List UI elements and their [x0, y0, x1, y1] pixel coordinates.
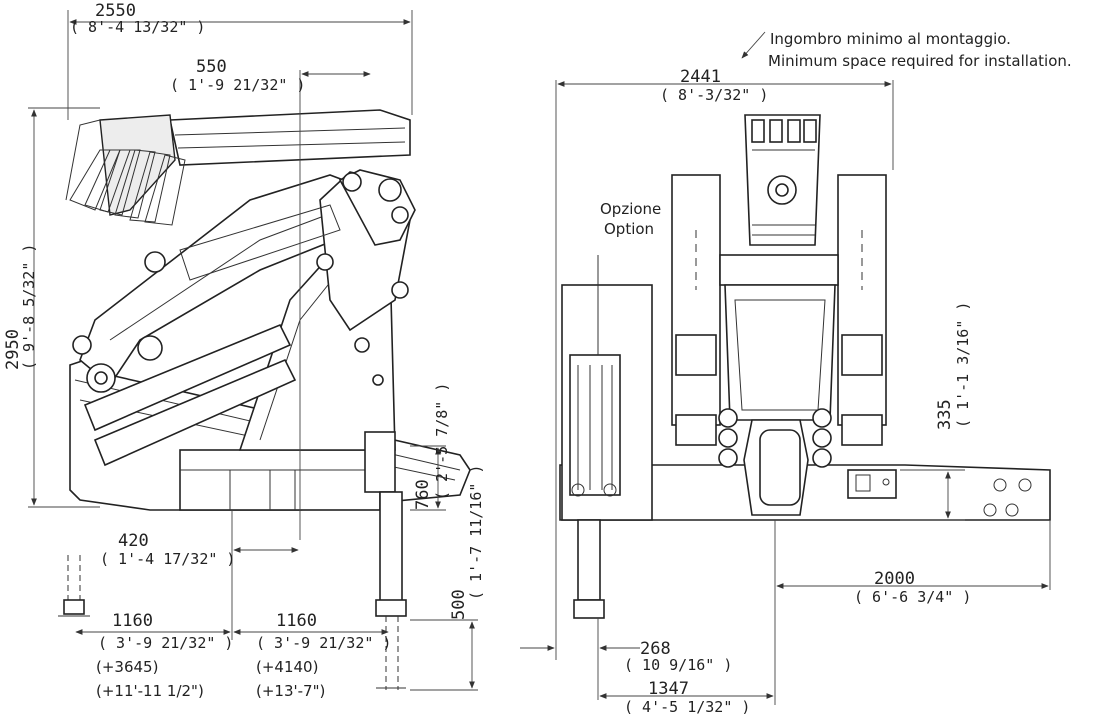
dim-760-imperial: ( 2'-5 7/8" )	[433, 383, 451, 500]
dim-1160b-value: 1160	[276, 611, 317, 631]
dim-760-value: 760	[413, 479, 433, 510]
min-space-note-italian: Ingombro minimo al montaggio.	[770, 30, 1011, 48]
dim-335-imperial: ( 1'-1 3/16" )	[954, 302, 972, 428]
dim-550-imperial: ( 1'-9 21/32" )	[170, 76, 305, 94]
dim-500-imperial: ( 1'-7 11/16" )	[467, 465, 485, 600]
dim-420-value: 420	[118, 531, 149, 551]
min-space-note-english: Minimum space required for installation.	[768, 52, 1072, 70]
option-label-english: Option	[604, 220, 654, 238]
dim-500-value: 500	[449, 589, 469, 620]
dim-268-imperial: ( 10 9/16" )	[624, 656, 732, 674]
side-view-labels: 2550 ( 8'-4 13/32" ) 550 ( 1'-9 21/32" )…	[3, 1, 485, 700]
dim-2441-imperial: ( 8'-3/32" )	[660, 86, 768, 104]
dim-1160b-imperial: ( 3'-9 21/32" )	[256, 634, 391, 652]
dim-2950-value: 2950	[3, 329, 23, 370]
dim-1347-value: 1347	[648, 679, 689, 699]
dim-1160a-extra: (+3645)	[96, 658, 158, 676]
dim-2950-imperial: ( 9'-8 5/32" )	[20, 244, 38, 370]
dim-1160a-extra-imperial: (+11'-11 1/2")	[96, 682, 204, 700]
dim-550-value: 550	[196, 57, 227, 77]
dim-1160b-extra-imperial: (+13'-7")	[256, 682, 325, 700]
side-view-crane	[58, 109, 471, 690]
front-view-labels: Ingombro minimo al montaggio. Minimum sp…	[600, 30, 1072, 716]
dim-2550-imperial: ( 8'-4 13/32" )	[70, 18, 205, 36]
dim-420-imperial: ( 1'-4 17/32" )	[100, 550, 235, 568]
dim-268-value: 268	[640, 639, 671, 659]
front-view-dimensions	[520, 31, 1051, 705]
dim-1160b-extra: (+4140)	[256, 658, 318, 676]
dim-335-value: 335	[935, 399, 955, 430]
dim-2000-imperial: ( 6'-6 3/4" )	[854, 588, 971, 606]
dim-2550-value: 2550	[95, 1, 136, 21]
dim-1160a-imperial: ( 3'-9 21/32" )	[98, 634, 233, 652]
dim-1347-imperial: ( 4'-5 1/32" )	[624, 698, 750, 716]
side-view-dimensions	[28, 10, 478, 691]
option-label-italian: Opzione	[600, 200, 661, 218]
front-view-crane	[559, 114, 1051, 619]
dim-2000-value: 2000	[874, 569, 915, 589]
dim-1160a-value: 1160	[112, 611, 153, 631]
dim-2441-value: 2441	[680, 67, 721, 87]
